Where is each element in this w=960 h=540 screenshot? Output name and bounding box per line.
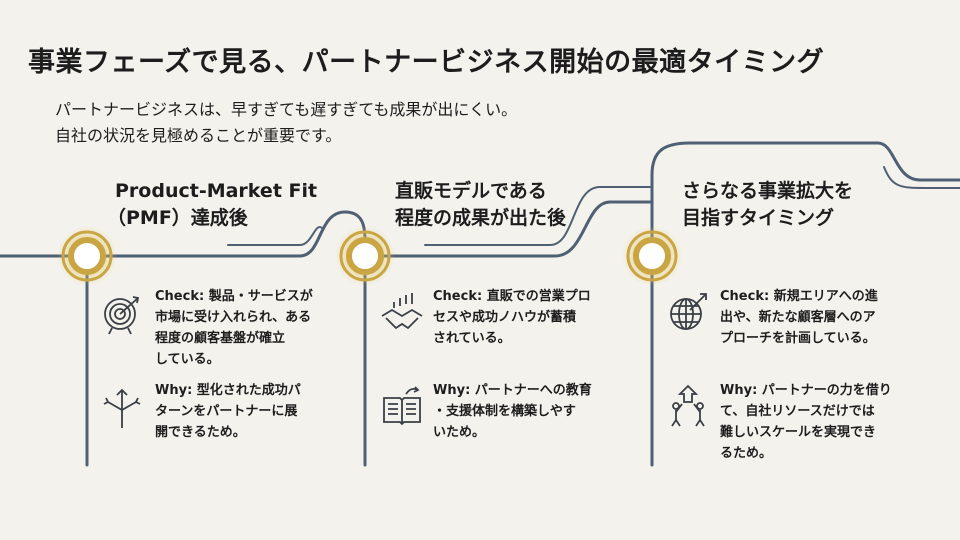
text-line: るため。 (720, 446, 773, 461)
text-line: セスや成功ノハウが蓄積 (433, 310, 577, 325)
heading-line: 目指すタイミング (682, 207, 835, 229)
page-title: 事業フェーズで見る、パートナービジネス開始の最適タイミング (28, 47, 825, 78)
timeline-path-3 (650, 141, 960, 467)
handshake-chart-icon (381, 293, 423, 330)
text-line: ・支援体制を構築しやす (433, 404, 576, 419)
text-line: Why: パートナーの力を借り (720, 383, 892, 398)
phase-3-check: Check: 新規エリアへの進 出や、新たな顧客層へのア プローチを計画している… (720, 286, 878, 349)
phase-1-heading: Product-Market Fit （PMF）達成後 (107, 178, 318, 232)
text-line: Check: 新規エリアへの進 (720, 289, 878, 304)
globe-arrow-icon (670, 293, 707, 330)
text-line: 程度の顧客基盤が確立 (155, 331, 286, 346)
target-arrow-icon (104, 296, 140, 335)
phase-1-check: Check: 製品・サービスが 市場に受け入れられ、ある 程度の顧客基盤が確立 … (155, 286, 313, 370)
milestone-1 (57, 226, 117, 286)
timeline-path-upper-1 (227, 226, 323, 246)
text-line: ターンをパートナーに展 (155, 404, 298, 419)
phase-1-why: Why: 型化された成功パ ターンをパートナーに展 開できるため。 (155, 380, 301, 443)
text-line: て、自社リソースだけでは (720, 404, 875, 419)
open-book-icon (383, 386, 421, 426)
timeline-path-2 (363, 200, 654, 258)
timeline-path-3b (883, 166, 960, 189)
phase-2-heading: 直販モデルである 程度の成果が出た後 (395, 178, 566, 232)
text-line: Why: パートナーへの教育 (433, 383, 592, 398)
milestone-3 (622, 226, 682, 286)
milestone-markers (57, 226, 682, 286)
phase-2-check: Check: 直販での営業プロ セスや成功ノハウが蓄積 されている。 (433, 286, 591, 349)
text-line: 開できるため。 (155, 425, 246, 440)
milestone-2 (335, 226, 395, 286)
text-line: している。 (155, 352, 220, 367)
text-line: プローチを計画している。 (720, 331, 876, 346)
heading-line: Product-Market Fit (115, 180, 318, 202)
heading-line: （PMF）達成後 (107, 207, 248, 229)
text-line: 難しいスケールを実現でき (720, 425, 877, 440)
text-line: Why: 型化された成功パ (155, 383, 301, 398)
timeline-path-2b (424, 186, 653, 246)
subtitle-line-2: 自社の状況を見極めることが重要です。 (55, 126, 342, 145)
heading-line: 程度の成果が出た後 (395, 207, 567, 229)
text-line: 出や、新たな顧客層へのア (720, 310, 876, 325)
text-line: Check: 製品・サービスが (155, 289, 313, 304)
text-line: いため。 (433, 425, 486, 440)
text-line: Check: 直販での営業プロ (433, 289, 591, 304)
phase-3-why: Why: パートナーの力を借り て、自社リソースだけでは 難しいスケールを実現で… (720, 380, 892, 464)
subtitle-line-1: パートナービジネスは、早すぎても遅すぎても成果が出にくい。 (55, 100, 518, 119)
heading-line: 直販モデルである (395, 180, 547, 202)
people-lifting-icon (671, 384, 705, 427)
heading-line: さらなる事業拡大を (682, 180, 854, 202)
text-line: 市場に受け入れられ、ある (155, 310, 312, 325)
phase-2-why: Why: パートナーへの教育 ・支援体制を構築しやす いため。 (433, 380, 592, 443)
phase-3-heading: さらなる事業拡大を 目指すタイミング (682, 178, 853, 232)
split-arrows-icon (103, 388, 141, 428)
text-line: されている。 (433, 331, 511, 346)
